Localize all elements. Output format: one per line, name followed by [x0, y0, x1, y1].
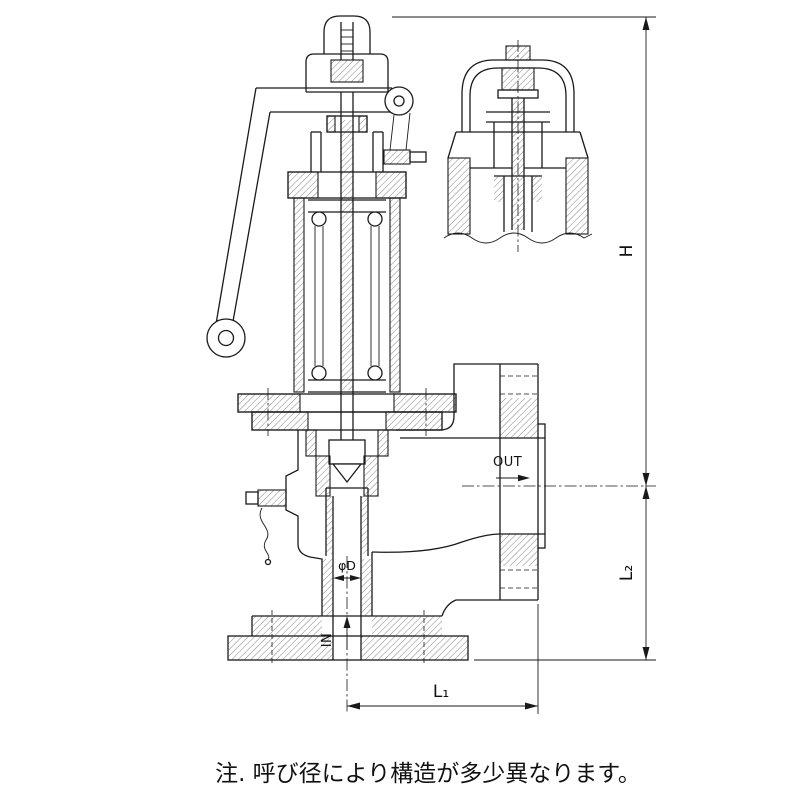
valve-stem — [326, 92, 368, 440]
gag-plug-detail — [245, 489, 287, 566]
dimension-l2-label: L₂ — [617, 565, 637, 581]
inlet-flow-arrow — [343, 616, 351, 628]
top-cap — [305, 15, 389, 93]
note-text: 注. 呼び径により構造が多少異なります。 — [215, 761, 641, 787]
dimension-h: H — [392, 16, 656, 486]
lever-assembly — [206, 86, 414, 358]
dimension-l1-label: L₁ — [433, 682, 449, 702]
dimension-l1: L₁ — [347, 604, 539, 714]
disc-and-seat — [305, 429, 389, 660]
inlet-flange — [227, 610, 469, 666]
flow-labels: OUT IN φD — [320, 455, 530, 650]
detail-section-view — [443, 40, 593, 252]
dimension-h-label: H — [617, 245, 637, 258]
spring-bonnet — [287, 171, 407, 393]
drawing-note: 注. 呼び径により構造が多少異なります。 — [0, 754, 800, 788]
inlet-label: IN — [320, 633, 335, 648]
bonnet-flange — [237, 388, 457, 436]
dimension-l2: L₂ — [474, 486, 656, 661]
outlet-flow-arrow — [518, 474, 530, 482]
break-line — [443, 232, 593, 244]
outlet-label: OUT — [493, 455, 522, 470]
yoke-arms — [310, 131, 384, 172]
outlet-flange — [499, 364, 546, 601]
main-valve-section-view: OUT IN φD — [206, 15, 656, 714]
gland-bolt — [383, 149, 427, 165]
bore-diameter-label: φD — [338, 558, 356, 573]
